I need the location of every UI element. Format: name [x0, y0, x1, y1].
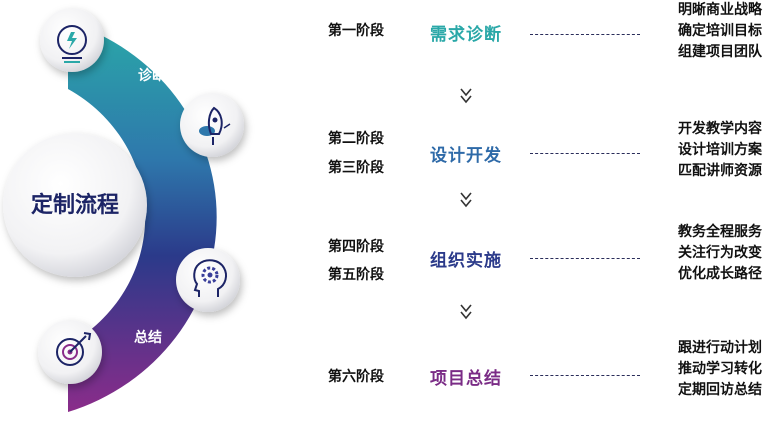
- phase-name-summary: 项目总结: [430, 369, 502, 389]
- chevron-down-icon: [460, 304, 472, 320]
- chevron-down-icon: [460, 192, 472, 208]
- rocket-icon: [180, 93, 244, 157]
- center-label: 定制流程: [31, 192, 119, 218]
- goal-item: 跟进行动计划: [678, 340, 762, 356]
- arc-label-develop: 开发: [218, 177, 247, 194]
- arc-label-summary: 总结: [134, 329, 162, 346]
- arc-label-diagnose: 诊断: [138, 67, 166, 84]
- stage-label-2: 第二阶段: [328, 131, 384, 147]
- goal-item: 关注行为改变: [678, 245, 762, 261]
- phase-goals-2: 开发教学内容 设计培训方案 匹配讲师资源: [678, 119, 762, 182]
- phase-connector-2: [530, 153, 640, 154]
- stage-label-1: 第一阶段: [328, 23, 384, 39]
- arc-graphic: 定制流程 诊断 开发 实施 总结: [3, 8, 247, 412]
- arc-label-implement: 实施: [218, 217, 246, 234]
- phase-goals-3: 教务全程服务 关注行为改变 优化成长路径: [678, 222, 762, 285]
- center-ball: [3, 133, 147, 277]
- stage-label-3: 第三阶段: [328, 160, 384, 176]
- goal-item: 匹配讲师资源: [678, 163, 762, 179]
- goal-item: 设计培训方案: [678, 142, 762, 158]
- phase-connector-1: [530, 34, 640, 35]
- goal-item: 优化成长路径: [678, 266, 762, 282]
- goal-item: 确定培训目标: [678, 23, 762, 39]
- goal-item: 组建项目团队: [678, 44, 762, 60]
- phase-name-diagnose: 需求诊断: [430, 25, 502, 45]
- phase-connector-3: [530, 258, 640, 259]
- phase-goals-4: 跟进行动计划 推动学习转化 定期回访总结: [678, 338, 762, 401]
- goal-item: 教务全程服务: [678, 224, 762, 240]
- stage-label-4: 第四阶段: [328, 239, 384, 255]
- goal-item: 定期回访总结: [678, 382, 762, 398]
- phase-name-develop: 设计开发: [430, 146, 502, 166]
- phase-goals-1: 明晰商业战略 确定培训目标 组建项目团队: [678, 0, 762, 63]
- chevron-down-icon: [460, 88, 472, 104]
- phase-connector-4: [530, 375, 640, 376]
- goal-item: 开发教学内容: [678, 121, 762, 137]
- target-icon: [38, 320, 102, 384]
- phase-name-implement: 组织实施: [430, 251, 502, 271]
- stage-label-5: 第五阶段: [328, 267, 384, 283]
- gear-head-icon: [176, 248, 240, 312]
- goal-item: 推动学习转化: [678, 361, 762, 377]
- stage-label-6: 第六阶段: [328, 369, 384, 385]
- lightbulb-icon: [40, 8, 104, 72]
- process-arc-band: [68, 22, 217, 412]
- goal-item: 明晰商业战略: [678, 2, 762, 18]
